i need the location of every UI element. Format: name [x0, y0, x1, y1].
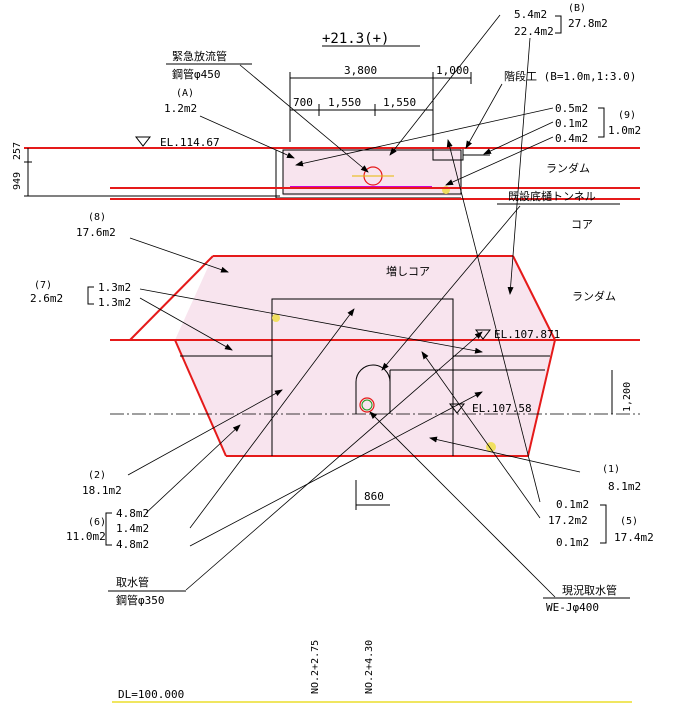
step-work-label: 階段工 (B=1.0m,1:3.0): [504, 69, 636, 83]
leader-s6-a: [145, 424, 241, 514]
bracket-7: [87, 286, 94, 305]
el-low-text: EL.107.58: [472, 402, 532, 415]
dim-seg-1-text: 700: [293, 96, 313, 109]
label-s6-b: 1.4m2: [116, 522, 149, 535]
current-intake-spec: WE-Jφ400: [546, 601, 599, 614]
intake-pipe-label: 取水管: [116, 575, 149, 589]
label-s9-a: 0.5m2: [555, 102, 588, 115]
label-s7-b: 1.3m2: [98, 296, 131, 309]
added-core-label: 増しコア: [386, 265, 430, 278]
label-s1-tag: (1): [602, 464, 620, 475]
leader-s2: [127, 389, 283, 476]
leader-s5-a: [446, 139, 541, 503]
inner-outline: [271, 298, 454, 456]
lower-left-slope: [174, 339, 227, 457]
leader-s6-c: [189, 391, 483, 547]
label-b-mid: 22.4m2: [514, 25, 554, 38]
el-low-marker: [448, 403, 466, 414]
label-s6-a: 4.8m2: [116, 507, 149, 520]
dim-step-width-text: 1,000: [436, 64, 469, 77]
emergency-pipe-label: 緊急放流管: [172, 49, 227, 63]
label-s5-b: 17.2m2: [548, 514, 588, 527]
station-1-label: NO.2+2.75: [310, 640, 321, 694]
label-s1-area: 8.1m2: [608, 480, 641, 493]
current-intake-label: 現況取水管: [562, 583, 617, 597]
label-s2-tag: (2): [88, 470, 106, 481]
label-s5-tag: (5): [620, 516, 638, 527]
label-s5-a: 0.1m2: [556, 498, 589, 511]
leader-current-intake: [369, 411, 556, 598]
dim-left-upper-text: 257: [12, 142, 23, 160]
dim-left-lower-text: 949: [12, 172, 23, 190]
random-upper-text: ランダム: [546, 161, 590, 175]
bracket-5: [600, 504, 607, 544]
label-s7-tag: (7): [34, 280, 52, 291]
label-s8-area: 17.6m2: [76, 226, 116, 239]
section-title: +21.3(+): [322, 31, 389, 47]
leader-tunnel: [381, 205, 521, 371]
tunnel-outline: [355, 364, 391, 414]
yellow-marker-2: [272, 314, 280, 322]
label-s8-tag: (8): [88, 212, 106, 223]
bracket-6: [105, 512, 112, 546]
dim-total-width-text: 3,800: [344, 64, 377, 77]
existing-tunnel-label: 既設底樋トンネル: [508, 189, 596, 203]
label-b-tag: (B): [568, 3, 586, 14]
bracket-b: [555, 15, 562, 34]
intake-pipe-circle: [359, 397, 375, 413]
leader-step-work: [465, 83, 503, 149]
upper-structure-outline: [282, 149, 462, 195]
core-label: コア: [571, 218, 593, 231]
leader-s6-b: [189, 308, 355, 529]
label-s6-total: 11.0m2: [66, 530, 106, 543]
label-s9-total: 1.0m2: [608, 124, 641, 137]
random-lower-label: ランダム: [572, 289, 616, 303]
lower-right-slope: [527, 339, 556, 457]
label-s5-c: 0.1m2: [556, 536, 589, 549]
label-a-area: 1.2m2: [164, 102, 197, 115]
leader-s9-c: [445, 136, 554, 186]
label-s5-total: 17.4m2: [614, 531, 654, 544]
core-right-slope: [512, 255, 556, 341]
leader-s7-a: [139, 288, 483, 354]
leader-intake: [185, 331, 483, 591]
bracket-9: [598, 107, 605, 138]
station-2-label: NO.2+4.30: [364, 640, 375, 694]
leader-s9-b: [483, 121, 554, 155]
dim-height-right-text: 1,200: [622, 382, 633, 412]
intake-pipe-inner: [361, 399, 373, 411]
dim-seg-2-text: 1,550: [328, 96, 361, 109]
label-b-total: 27.8m2: [568, 17, 608, 30]
label-s9-tag: (9): [618, 110, 636, 121]
yellow-marker-3: [486, 442, 496, 452]
label-s6-tag: (6): [88, 517, 106, 528]
leader-s8: [129, 237, 229, 273]
el-top-text: EL.114.67: [160, 136, 220, 149]
label-s2-area: 18.1m2: [82, 484, 122, 497]
label-b-top: 5.4m2: [514, 8, 547, 21]
leader-s7-b: [139, 297, 233, 351]
leader-s9-a: [295, 107, 554, 167]
leader-s5-b: [421, 351, 541, 519]
label-s9-c: 0.4m2: [555, 132, 588, 145]
el-mid-text: EL.107.871: [494, 328, 560, 341]
label-a-tag: (A): [176, 88, 194, 99]
dim-bottom-width-text: 860: [364, 490, 384, 503]
label-s6-c: 4.8m2: [116, 538, 149, 551]
label-s7-total: 2.6m2: [30, 292, 63, 305]
intake-pipe-spec: 鋼管φ350: [116, 593, 165, 607]
emergency-pipe-spec: 鋼管φ450: [172, 67, 221, 81]
label-s9-b: 0.1m2: [555, 117, 588, 130]
label-s7-a: 1.3m2: [98, 281, 131, 294]
el-top-marker: [134, 136, 152, 147]
datum-label: DL=100.000: [118, 688, 184, 701]
leader-s1: [429, 436, 581, 473]
leader-b-mid: [507, 37, 531, 295]
core-left-slope: [129, 255, 214, 341]
leader-a: [199, 115, 295, 159]
leader-b-top: [389, 14, 501, 156]
dim-seg-3-text: 1,550: [383, 96, 416, 109]
